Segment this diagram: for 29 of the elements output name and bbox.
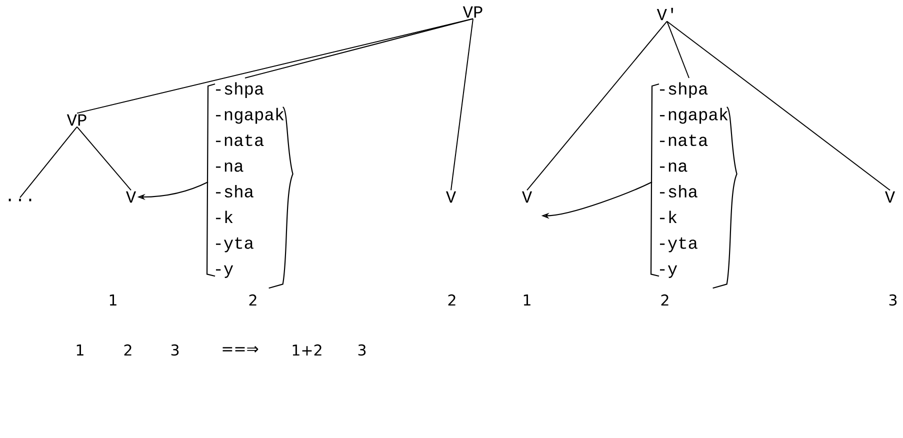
number-label: 2 [661,294,668,306]
tree-branch [76,126,132,191]
tree-branch [526,20,668,191]
number-label: 2 [448,294,456,306]
tree-label: VP [462,6,482,18]
number-label: 1+2 [292,344,322,356]
number-label: 3 [171,344,179,356]
tree-label: V' [656,8,674,20]
number-label: 2 [124,344,132,356]
tree-label: ... [8,198,32,202]
number-label: 2 [249,294,256,306]
tree-label: V [126,191,136,203]
suffix-list: -shpa -ngapak -nata -na -sha -k -yta -y [660,82,728,278]
tree-label: VP [66,114,86,126]
tree-label: V [446,191,456,203]
tree-label: V [522,191,532,203]
number-label: ==⇒ [222,346,258,352]
number-label: 1 [524,294,530,306]
tree-branch [450,18,474,191]
tree-branch [20,126,78,198]
tree-label: V [884,191,896,203]
number-label: 1 [76,344,84,356]
suffix-list: -shpa -ngapak -nata -na -sha -k -yta -y [216,82,284,278]
number-label: 3 [358,344,366,356]
tree-branch [666,20,690,78]
number-label: 1 [110,294,116,306]
number-label: 3 [889,294,897,306]
tree-branch [666,20,890,191]
tree-branch [244,18,474,78]
